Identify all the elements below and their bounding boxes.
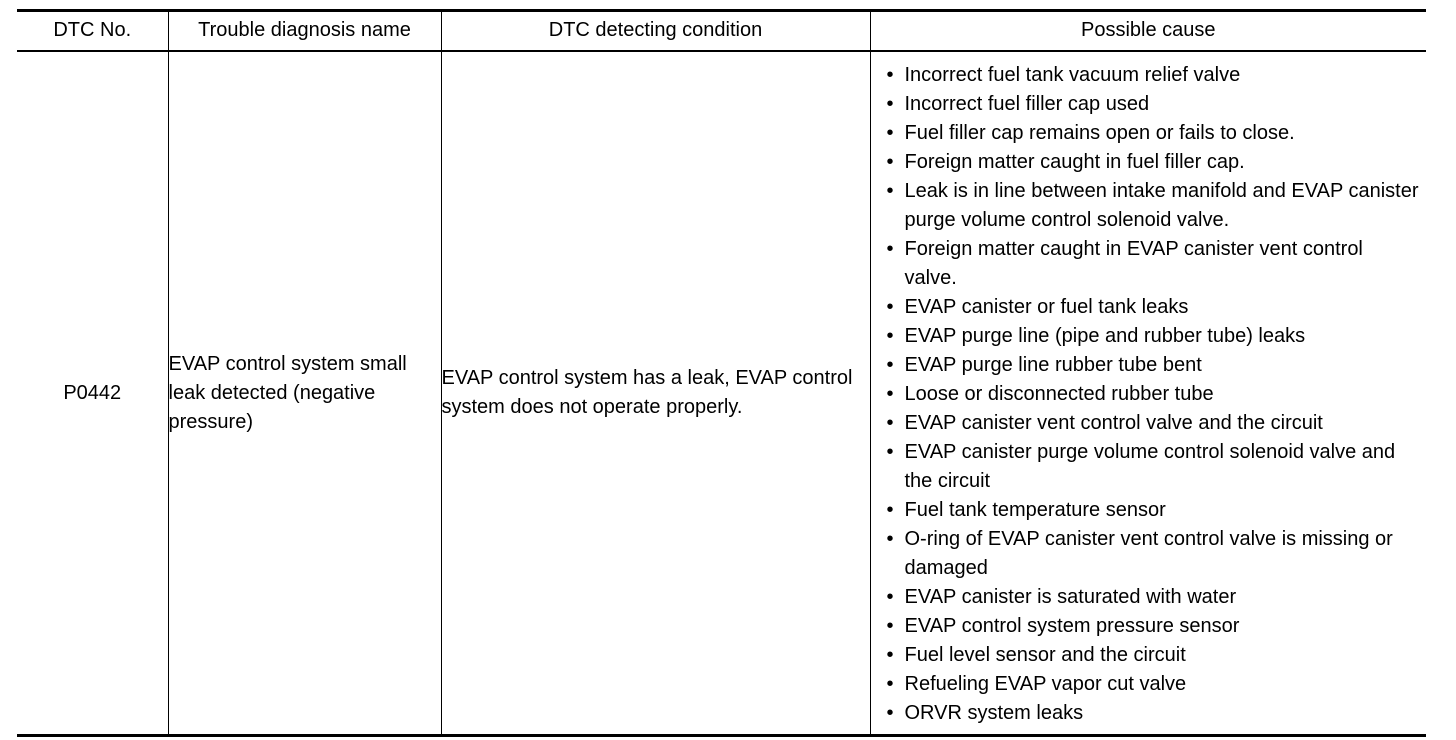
bullet-icon: •	[886, 354, 894, 376]
possible-cause-item: • Foreign matter caught in fuel filler ca…	[886, 148, 1421, 177]
cell-dtc-detecting-condition: EVAP control system has a leak, EVAP con…	[441, 51, 871, 737]
possible-cause-text: Fuel level sensor and the circuit	[904, 644, 1186, 666]
bullet-icon: •	[886, 615, 894, 637]
possible-cause-text: Incorrect fuel filler cap used	[904, 93, 1150, 115]
possible-cause-item: • EVAP purge line rubber tube bent	[886, 351, 1421, 380]
possible-cause-text: EVAP canister vent control valve and the…	[904, 412, 1323, 434]
cell-possible-cause: • Incorrect fuel tank vacuum relief valve…	[870, 51, 1427, 737]
table-header: DTC No. Trouble diagnosis name DTC detec…	[17, 9, 1426, 52]
possible-cause-text: Incorrect fuel tank vacuum relief valve	[904, 64, 1241, 86]
possible-cause-item: • EVAP canister vent control valve and th…	[886, 409, 1421, 438]
bullet-icon: •	[886, 644, 894, 666]
bullet-icon: •	[886, 441, 894, 463]
dtc-table: DTC No. Trouble diagnosis name DTC detec…	[17, 9, 1426, 737]
cell-dtc-no: P0442	[17, 51, 169, 737]
bullet-icon: •	[886, 238, 894, 260]
possible-cause-text: EVAP purge line (pipe and rubber tube) l…	[904, 325, 1306, 347]
bullet-icon: •	[886, 412, 894, 434]
possible-cause-text: O-ring of EVAP canister vent control val…	[904, 528, 1393, 579]
possible-cause-text: EVAP canister or fuel tank leaks	[904, 296, 1189, 318]
column-header-possible-cause: Possible cause	[870, 9, 1426, 52]
bullet-icon: •	[886, 151, 894, 173]
dtc-detecting-condition-text: EVAP control system has a leak, EVAP con…	[441, 367, 853, 418]
possible-cause-list: • Incorrect fuel tank vacuum relief valve…	[871, 52, 1427, 734]
table-body: P0442 EVAP control system small leak det…	[17, 51, 1427, 737]
possible-cause-text: EVAP canister is saturated with water	[904, 586, 1237, 608]
bullet-icon: •	[886, 93, 894, 115]
possible-cause-text: EVAP control system pressure sensor	[904, 615, 1240, 637]
possible-cause-item: • ORVR system leaks	[886, 699, 1421, 728]
possible-cause-text: Leak is in line between intake manifold …	[904, 180, 1419, 231]
possible-cause-text: EVAP canister purge volume control solen…	[904, 441, 1396, 492]
column-header-dtc-detecting-condition: DTC detecting condition	[441, 9, 871, 52]
possible-cause-item: • O-ring of EVAP canister vent control va…	[886, 525, 1421, 583]
possible-cause-item: • Refueling EVAP vapor cut valve	[886, 670, 1421, 699]
trouble-diagnosis-name-text: EVAP control system small leak detected …	[168, 352, 407, 433]
possible-cause-text: ORVR system leaks	[904, 702, 1084, 724]
possible-cause-item: • Incorrect fuel tank vacuum relief valve	[886, 61, 1421, 90]
table-row: P0442 EVAP control system small leak det…	[17, 51, 1427, 737]
possible-cause-text: EVAP purge line rubber tube bent	[904, 354, 1202, 376]
column-header-trouble-diagnosis-name: Trouble diagnosis name	[168, 9, 442, 52]
column-header-dtc-no: DTC No.	[17, 9, 169, 52]
possible-cause-item: • EVAP canister purge volume control sole…	[886, 438, 1421, 496]
possible-cause-item: • Foreign matter caught in EVAP canister …	[886, 235, 1421, 293]
possible-cause-item: • EVAP canister is saturated with water	[886, 583, 1421, 612]
bullet-icon: •	[886, 122, 894, 144]
bullet-icon: •	[886, 499, 894, 521]
bullet-icon: •	[886, 528, 894, 550]
bullet-icon: •	[886, 586, 894, 608]
bullet-icon: •	[886, 673, 894, 695]
bullet-icon: •	[886, 383, 894, 405]
possible-cause-text: Foreign matter caught in fuel filler cap…	[904, 151, 1245, 173]
possible-cause-item: • EVAP purge line (pipe and rubber tube) …	[886, 322, 1421, 351]
possible-cause-item: • Fuel filler cap remains open or fails t…	[886, 119, 1421, 148]
possible-cause-item: • Fuel level sensor and the circuit	[886, 641, 1421, 670]
possible-cause-text: Fuel filler cap remains open or fails to…	[904, 122, 1295, 144]
possible-cause-text: Foreign matter caught in EVAP canister v…	[904, 238, 1363, 289]
bullet-icon: •	[886, 296, 894, 318]
possible-cause-item: • EVAP canister or fuel tank leaks	[886, 293, 1421, 322]
bullet-icon: •	[886, 180, 894, 202]
table-header-row: DTC No. Trouble diagnosis name DTC detec…	[17, 9, 1426, 52]
cell-trouble-diagnosis-name: EVAP control system small leak detected …	[168, 51, 442, 737]
possible-cause-item: • EVAP control system pressure sensor	[886, 612, 1421, 641]
bullet-icon: •	[886, 702, 894, 724]
bullet-icon: •	[886, 325, 894, 347]
dtc-code: P0442	[63, 381, 122, 404]
possible-cause-text: Fuel tank temperature sensor	[904, 499, 1166, 521]
possible-cause-item: • Leak is in line between intake manifold…	[886, 177, 1421, 235]
possible-cause-text: Loose or disconnected rubber tube	[904, 383, 1214, 405]
possible-cause-item: • Loose or disconnected rubber tube	[886, 380, 1421, 409]
possible-cause-item: • Fuel tank temperature sensor	[886, 496, 1421, 525]
possible-cause-text: Refueling EVAP vapor cut valve	[904, 673, 1187, 695]
possible-cause-item: • Incorrect fuel filler cap used	[886, 90, 1421, 119]
bullet-icon: •	[886, 64, 894, 86]
